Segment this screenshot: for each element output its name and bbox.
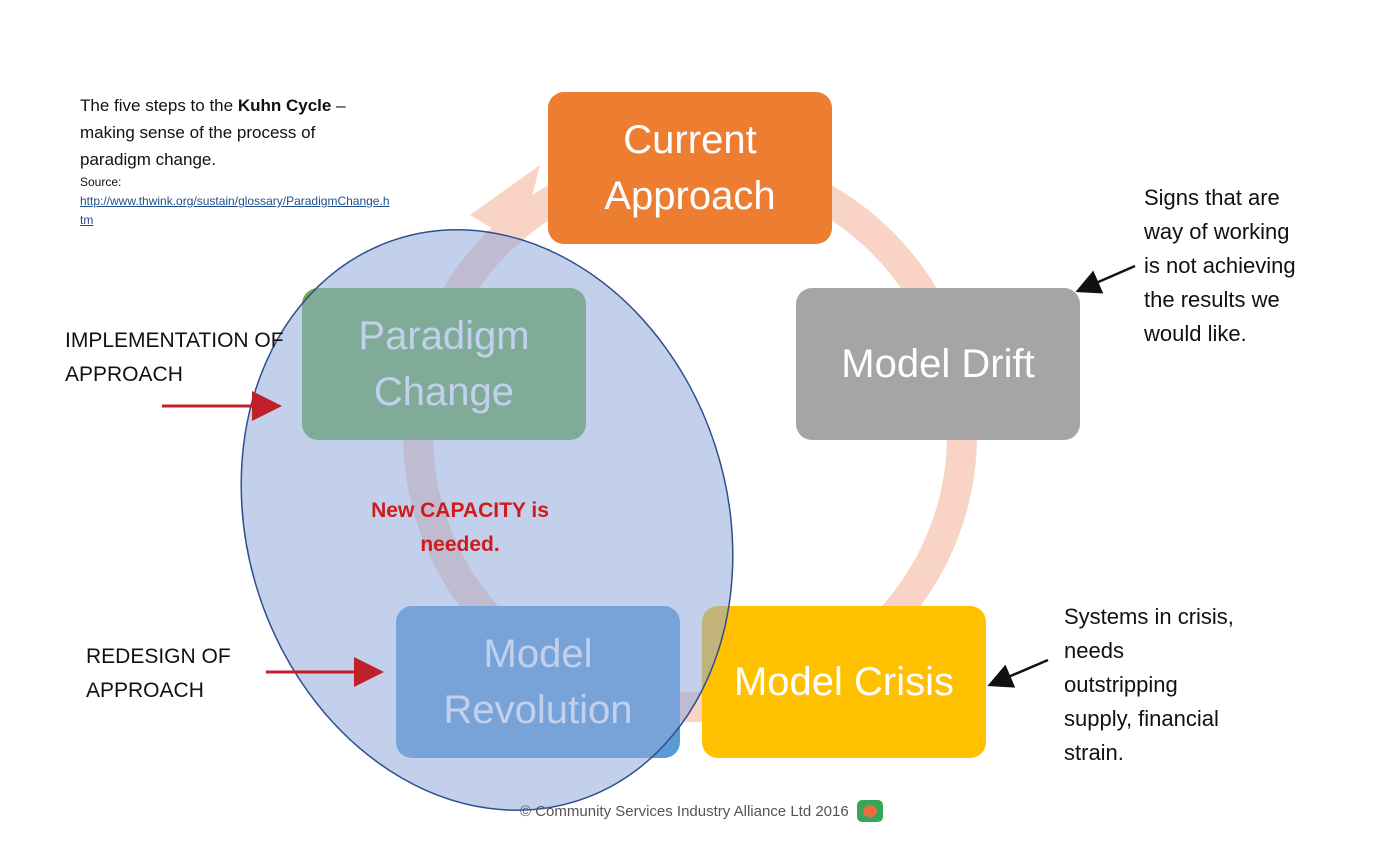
source-link[interactable]: http://www.thwink.org/sustain/glossary/P… (80, 194, 390, 227)
step-model-drift: Model Drift (796, 288, 1080, 440)
csia-logo-icon (856, 800, 883, 822)
footer-copyright: © Community Services Industry Alliance L… (520, 800, 883, 822)
intro-text: The five steps to the Kuhn Cycle – makin… (80, 92, 410, 230)
cycle-arrowhead (470, 165, 540, 245)
step-model-crisis: Model Crisis (702, 606, 986, 758)
